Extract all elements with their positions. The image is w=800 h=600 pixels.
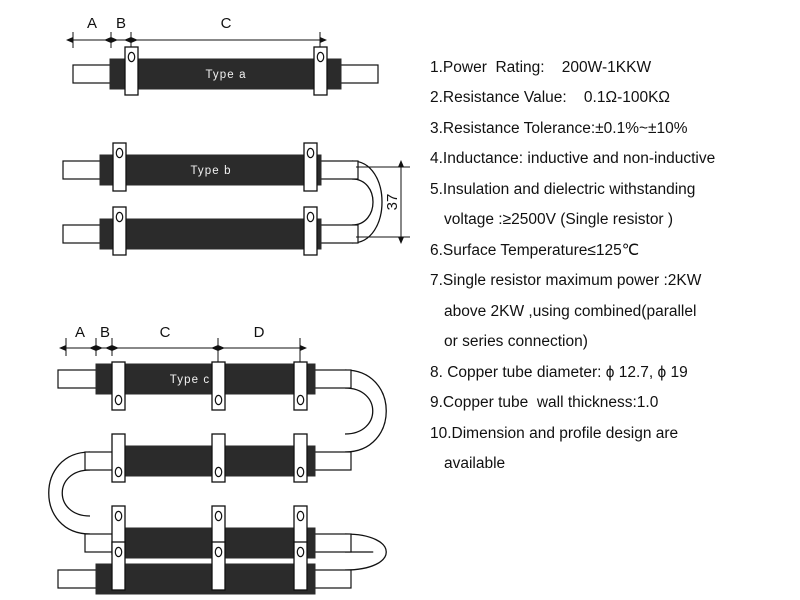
type-c-dim-label-A: A [75,324,85,341]
spec-item: 10.Dimension and profile design are [430,424,679,442]
spec-item: 3.Resistance Tolerance:±0.1%~±10% [430,119,688,137]
type-c-bar4-tube-end-right [310,569,352,589]
type-c-bar1-clamp-3 [293,361,308,411]
type-b-bar1-clamp-left [112,142,127,192]
type-c-bar4-clamp-2 [211,541,226,591]
type-c-bar2-clamp-1 [111,433,126,483]
type-c-bar1-clamp-1 [111,361,126,411]
type-b-height-witness [356,166,410,238]
type-b-height-label: 37 [384,194,401,211]
specification-list: 1.Power Rating: 200W-1KKW 2.Resistance Va… [430,52,800,479]
type-b-bar1-clamp-right [303,142,318,192]
type-a-body-label: Type a [205,69,246,81]
type-c-bar4-body [95,563,316,595]
type-c-dim-label-B: B [100,324,110,341]
type-a-dim-label-B: B [116,15,126,32]
spec-item: voltage :≥2500V (Single resistor ) [444,211,674,228]
type-c-bar1-tube-end-right [310,369,352,389]
spec-item: 9.Copper tube wall thickness:1.0 [430,394,659,411]
type-c-bar1-body [95,363,316,395]
diagram-panel: A B C Type a [48,15,410,595]
type-b-bar2-clamp-right [303,206,318,256]
type-c-bar1-tube-end-left [57,369,101,389]
spec-item: 4.Inductance: inductive and non-inductiv… [430,150,716,167]
spec-item: 6.Surface Temperature≤125℃ [430,241,640,259]
type-a-dim-label-A: A [87,15,97,32]
type-c-bend-right-top [344,369,387,453]
type-a-resistor-body [109,58,342,90]
type-c-bar2-clamp-2 [211,433,226,483]
spec-item: or series connection) [444,333,588,350]
type-b-u-bend [351,160,383,244]
type-b-bar2-body [99,218,322,250]
type-c-body-label: Type c [170,374,210,386]
type-c-witness-lines [65,338,301,366]
type-c-bar1-clamp-2 [211,361,226,411]
type-c-bar2-clamp-3 [293,433,308,483]
type-c-bar4-tube-end-left [57,569,101,589]
type-b-bar2-clamp-left [112,206,127,256]
type-c-dim-label-C: C [160,324,171,341]
type-b-bar1-body [99,154,322,186]
type-a-tube-end-left [72,64,114,84]
type-c-bend-left-mid [48,451,91,535]
type-b-bar2-tube-end-right [317,224,359,244]
spec-item: 5.Insulation and dielectric withstanding [430,180,696,198]
type-b-bar1-tube-end-left [62,160,104,180]
type-c-diagram: A B C D [48,324,387,595]
type-b-diagram: Type b [62,142,410,256]
type-a-dim-label-C: C [221,15,232,32]
resistor-drawings-svg: A B C Type a [48,15,410,595]
spec-item: 7.Single resistor maximum power :2KW [430,272,702,289]
type-a-diagram: A B C Type a [66,15,379,96]
type-a-witness-lines [72,32,321,63]
spec-item: 2.Resistance Value: 0.1Ω-100KΩ [430,89,671,106]
type-a-tube-end-right [337,64,379,84]
type-b-body-label: Type b [190,165,231,177]
type-c-bar3-tube-end-right [310,533,352,553]
spec-item: 1.Power Rating: 200W-1KKW [430,58,652,76]
spec-item: above 2KW ,using combined(parallel [444,302,697,320]
type-c-dim-label-D: D [254,324,265,341]
type-a-clamp-right [313,46,328,96]
type-c-bar4-clamp-3 [293,541,308,591]
type-c-bar2-tube-end-right [310,451,352,471]
type-b-bar1-tube-end-right [317,160,359,180]
type-a-clamp-left [124,46,139,96]
type-c-bend-right-bottom [344,533,387,571]
type-b-bar2-tube-end-left [62,224,104,244]
spec-item: available [444,455,506,472]
type-c-bar4-clamp-1 [111,541,126,591]
spec-item: 8. Copper tube diameter: ϕ 12.7, ϕ 19 [430,363,688,381]
